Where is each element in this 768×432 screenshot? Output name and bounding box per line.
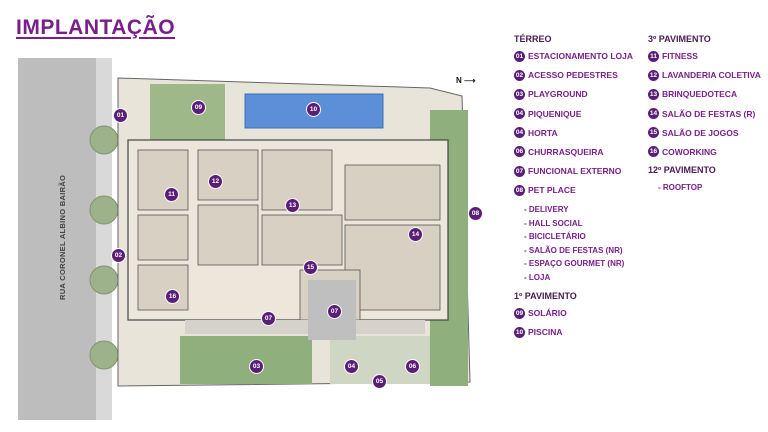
legend-sub: - HALL SOCIAL (524, 218, 583, 228)
legend-p12-title: 12º PAVIMENTO (648, 165, 716, 176)
legend-sub: - BICICLETÁRIO (524, 232, 586, 241)
map-pin-16[interactable]: 16 (165, 289, 180, 304)
map-pin-07b[interactable]: 07 (327, 304, 342, 319)
map-pin-02[interactable]: 02 (111, 248, 126, 263)
map-pin-03[interactable]: 03 (249, 359, 264, 374)
legend-sub: - ROOFTOP (658, 182, 703, 192)
map-pin-11[interactable]: 11 (164, 187, 179, 202)
map-pin-15[interactable]: 15 (303, 260, 318, 275)
map-pin-14[interactable]: 14 (408, 227, 423, 242)
legend-sub: - ESPAÇO GOURMET (NR) (524, 259, 625, 268)
legend-terreo-title: TÉRREO (514, 34, 552, 44)
map-pin-06[interactable]: 06 (405, 359, 420, 374)
map-pin-13[interactable]: 13 (285, 198, 300, 213)
map-pin-08[interactable]: 08 (468, 206, 483, 221)
legend-p1-title: 1º PAVIMENTO (514, 291, 577, 301)
map-pin-07a[interactable]: 07 (261, 311, 276, 326)
map-pin-09[interactable]: 09 (191, 100, 206, 115)
map-pin-01[interactable]: 01 (113, 108, 128, 123)
sidewalk-trees (89, 125, 119, 370)
legend-sub: - SALÃO DE FESTAS (NR) (524, 245, 623, 255)
legend-p3-title: 3º PAVIMENTO (648, 34, 711, 44)
street-label: RUA CORONEL ALBINO BAIRÃO (58, 174, 67, 300)
page-title: IMPLANTAÇÃO (16, 16, 176, 39)
map-pin-04[interactable]: 04 (344, 359, 359, 374)
street-asphalt (18, 58, 102, 420)
paving-strip (185, 320, 425, 334)
solarium-grass (150, 84, 225, 142)
legend-sub: - LOJA (524, 272, 551, 282)
site-plan (18, 58, 471, 420)
map-pin-12[interactable]: 12 (208, 174, 223, 189)
north-arrow: N ⟶ (456, 76, 476, 85)
playground-grass (180, 336, 312, 384)
legend-sub: - DELIVERY (524, 205, 569, 214)
map-pin-10[interactable]: 10 (306, 102, 321, 117)
map-pin-05[interactable]: 05 (372, 374, 387, 389)
